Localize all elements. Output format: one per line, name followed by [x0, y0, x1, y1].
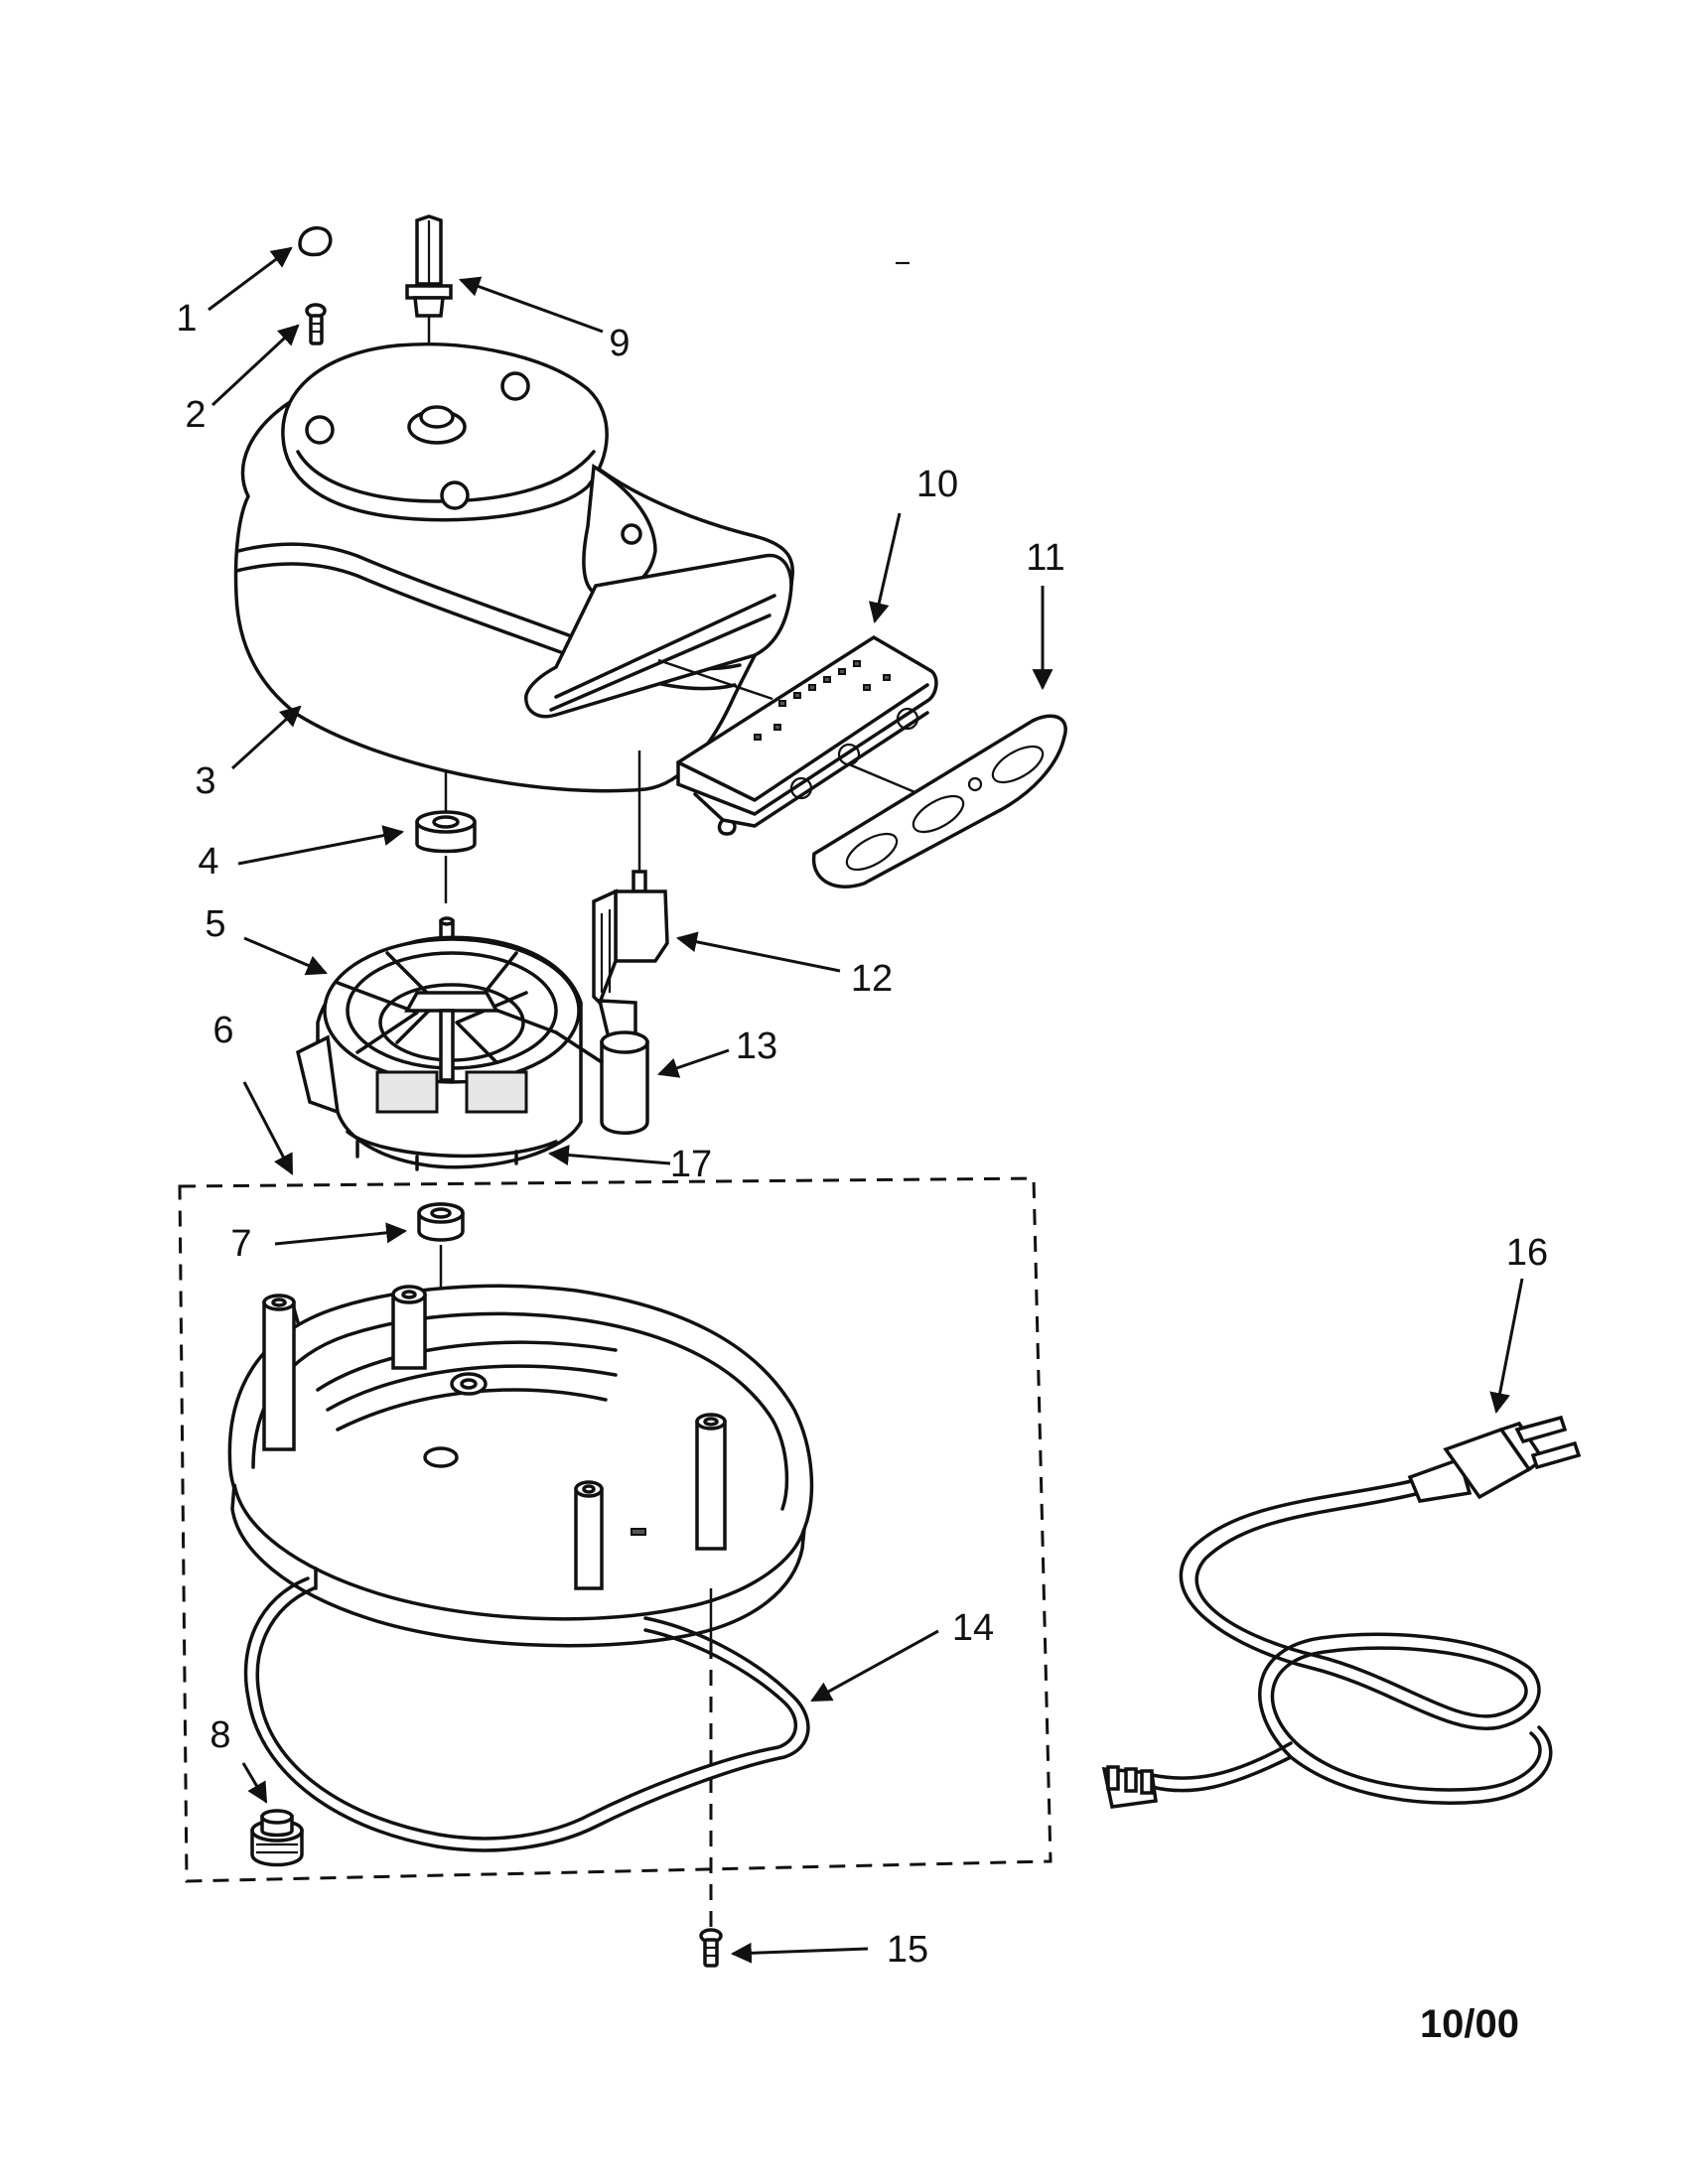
part-12-switch — [592, 854, 669, 1049]
part-15-screw — [699, 1928, 723, 1968]
callout-13: 13 — [736, 1025, 777, 1067]
part-1-cap — [298, 225, 333, 257]
callout-7: 7 — [230, 1223, 251, 1265]
callout-5: 5 — [205, 903, 225, 945]
callout-14: 14 — [952, 1607, 994, 1649]
part-5-motor — [295, 916, 583, 1171]
callout-17: 17 — [670, 1144, 712, 1185]
callout-15: 15 — [887, 1929, 928, 1971]
callout-12: 12 — [851, 958, 893, 1000]
part-10-control-board — [676, 634, 944, 836]
callout-10: 10 — [916, 464, 958, 505]
base-post-front — [574, 1480, 604, 1590]
leader-lines — [208, 246, 1524, 1964]
part-14-gasket — [243, 1567, 810, 1852]
callout-1: 1 — [176, 298, 197, 340]
base-post-left — [262, 1294, 296, 1451]
callout-11: 11 — [1026, 537, 1064, 579]
callout-8: 8 — [210, 1714, 230, 1756]
callout-2: 2 — [185, 394, 206, 436]
part-9-drive-shaft — [405, 214, 453, 405]
callout-numbers: 1 2 3 4 5 6 7 8 9 10 11 12 13 14 15 16 1… — [176, 298, 1548, 1971]
part-4-washer — [415, 772, 477, 903]
assembly-6-dashed-box — [178, 1176, 1052, 1883]
part-3-upper-housing — [233, 342, 794, 854]
callout-3: 3 — [195, 760, 215, 802]
base-post-back — [391, 1285, 427, 1370]
part-2-screw — [305, 303, 327, 345]
part-6-base — [227, 1284, 814, 1648]
revision-date: 10/00 — [1420, 2002, 1519, 2046]
callout-9: 9 — [609, 323, 630, 364]
part-8-foot — [250, 1809, 304, 1867]
callout-6: 6 — [212, 1010, 233, 1051]
callout-4: 4 — [198, 841, 218, 883]
part-11-faceplate — [811, 714, 1067, 888]
part-16-power-cord — [1101, 1415, 1582, 1809]
callout-16: 16 — [1506, 1232, 1548, 1274]
base-post-right — [695, 1413, 727, 1551]
part-13-capacitor — [554, 1030, 649, 1135]
